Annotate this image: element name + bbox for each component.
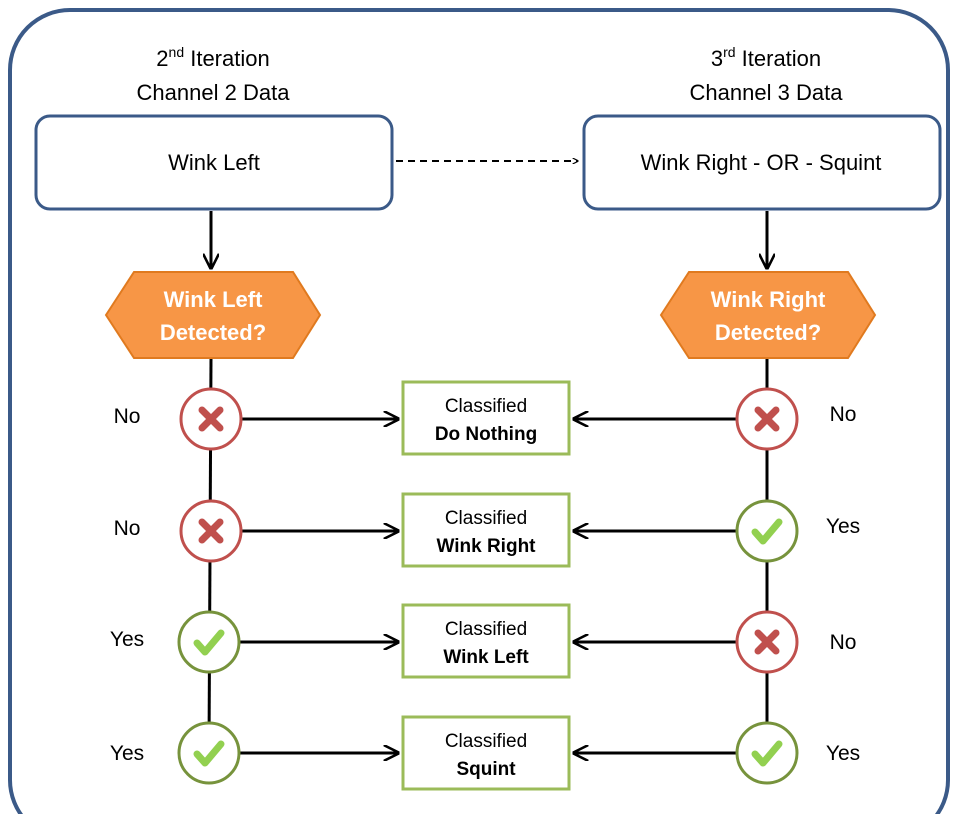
right-subheading: Channel 3 Data — [690, 80, 844, 105]
result-bottom-label: Do Nothing — [435, 424, 537, 445]
check-icon — [177, 610, 241, 674]
right-iteration-box — [582, 114, 942, 211]
right-answer-label: Yes — [826, 515, 860, 538]
result-top-label: Classified — [445, 619, 527, 640]
check-icon — [735, 721, 799, 785]
result-box — [401, 492, 571, 568]
result-top-label: Classified — [445, 508, 527, 529]
result-row: No Classified Do Nothing No — [114, 380, 857, 456]
left-decision-hexagon — [104, 271, 322, 359]
left-subheading: Channel 2 Data — [137, 80, 291, 105]
right-decision-line2: Detected? — [715, 320, 821, 345]
result-bottom-label: Wink Right — [436, 536, 536, 557]
x-icon — [179, 499, 243, 563]
left-heading: 2nd Iteration — [156, 44, 269, 71]
result-top-label: Classified — [445, 731, 527, 752]
left-iteration-box — [34, 114, 394, 211]
left-decision-line1: Wink Left — [164, 287, 263, 312]
x-icon — [735, 610, 799, 674]
left-decision-line2: Detected? — [160, 320, 266, 345]
check-icon — [177, 721, 241, 785]
left-answer-label: No — [114, 517, 141, 540]
right-decision-hexagon — [659, 271, 877, 359]
result-box — [401, 603, 571, 679]
result-top-label: Classified — [445, 396, 527, 417]
right-answer-label: Yes — [826, 742, 860, 765]
right-answer-label: No — [830, 631, 857, 654]
result-bottom-label: Wink Left — [443, 647, 529, 668]
result-box — [401, 380, 571, 456]
result-box — [401, 715, 571, 791]
result-bottom-label: Squint — [456, 759, 516, 780]
result-row: Yes Classified Wink Left No — [110, 603, 857, 679]
left-answer-label: Yes — [110, 742, 144, 765]
result-row: No Classified Wink Right Yes — [114, 492, 860, 568]
left-iteration-label: Wink Left — [168, 150, 260, 175]
right-iteration-label: Wink Right - OR - Squint — [641, 150, 882, 175]
right-decision-line1: Wink Right — [711, 287, 826, 312]
x-icon — [179, 387, 243, 451]
x-icon — [735, 387, 799, 451]
left-answer-label: No — [114, 405, 141, 428]
left-answer-label: Yes — [110, 628, 144, 651]
result-row: Yes Classified Squint Yes — [110, 715, 860, 791]
check-icon — [735, 499, 799, 563]
right-heading: 3rd Iteration — [711, 44, 821, 71]
right-answer-label: No — [830, 403, 857, 426]
